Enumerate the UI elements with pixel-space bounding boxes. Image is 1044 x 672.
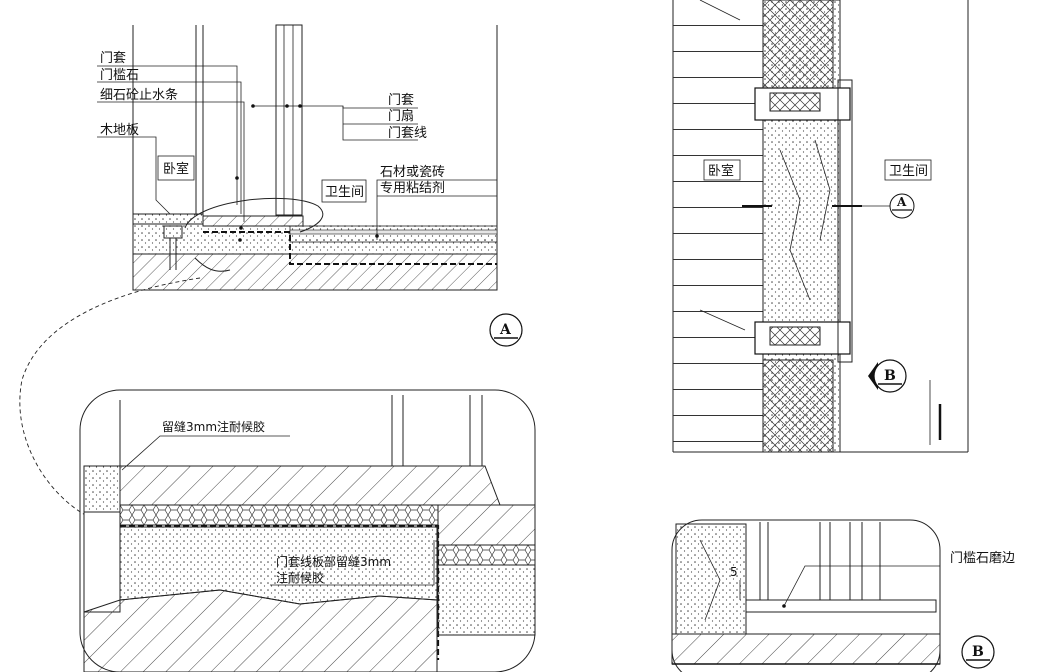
note-stone-or-tile: 石材或瓷砖 xyxy=(380,165,445,180)
label-door-trim: 门套线 xyxy=(388,125,427,141)
svg-text:A: A xyxy=(499,322,512,338)
detail-enlarged: 留缝3mm注耐候胶 门套线板部留缝3mm 注耐候胶 xyxy=(79,389,536,672)
svg-text:B: B xyxy=(972,644,984,660)
section-mark-a: A xyxy=(489,313,523,347)
label-wood-floor: 木地板 xyxy=(100,123,139,138)
note-frame-gap-1: 门套线板部留缝3mm xyxy=(276,554,391,569)
label-door-casing-left: 门套 xyxy=(100,50,126,66)
svg-text:B: B xyxy=(884,368,896,384)
note-frame-gap-2: 注耐候胶 xyxy=(276,570,324,585)
section-mark-b-detail: B xyxy=(961,635,995,669)
detail-bottom-right: 5 门槛石磨边 B xyxy=(671,519,1015,672)
svg-text:A: A xyxy=(896,195,907,209)
label-water-stop-strip: 细石砼止水条 xyxy=(100,87,178,103)
label-door-leaf: 门扇 xyxy=(388,108,414,124)
note-adhesive: 专用粘结剂 xyxy=(380,181,445,196)
room-label-bathroom: 卫生间 xyxy=(325,185,364,200)
room-label-bathroom-plan: 卫生间 xyxy=(889,164,928,179)
label-threshold-stone: 门槛石 xyxy=(100,68,139,83)
label-door-casing-right: 门套 xyxy=(388,92,414,108)
note-gap-sealant: 留缝3mm注耐候胶 xyxy=(162,419,265,434)
cut-mark-a: A xyxy=(889,193,915,219)
note-threshold-edge: 门槛石磨边 xyxy=(950,551,1015,566)
plan-right: A 卧室 卫生间 B xyxy=(672,0,969,453)
section-mark-b-plan: B xyxy=(868,359,907,393)
detail-top-left: 门套 门槛石 细石砼止水条 木地板 卧室 门套 门扇 门套线 卫生间 石材或瓷砖… xyxy=(97,24,523,347)
room-label-bedroom-plan: 卧室 xyxy=(708,163,734,179)
dimension-5: 5 xyxy=(730,565,738,579)
room-label-bedroom: 卧室 xyxy=(163,161,189,177)
